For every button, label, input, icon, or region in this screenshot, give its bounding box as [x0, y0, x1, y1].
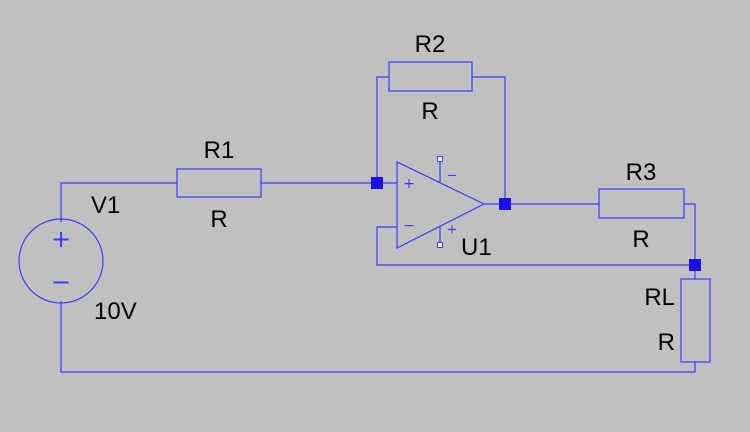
wire-inverting-node-to-r2 [376, 76, 389, 183]
v1-minus-sign: − [51, 268, 71, 296]
wire-r2-to-output [472, 76, 506, 204]
r2-body [388, 61, 473, 92]
u1-name-label: U1 [461, 234, 492, 261]
wire-opamp-plus-feedback [376, 226, 695, 266]
rl-body [680, 278, 711, 363]
r2-value-label: R [421, 98, 438, 125]
wire-ground-return [60, 301, 696, 373]
rl-value-label: R [658, 329, 675, 356]
rl-name-label: RL [644, 284, 675, 311]
r2-name-label: R2 [415, 31, 446, 58]
r1-body [176, 168, 262, 198]
inverting-input-node [371, 177, 383, 189]
v1-plus-sign: + [51, 225, 71, 253]
wire-r3-to-load-node [684, 203, 696, 265]
wire-v1-to-r1 [60, 182, 177, 222]
opamp-input-plus: + [403, 176, 415, 192]
opamp-supply-top-sign: − [447, 169, 458, 184]
wires [60, 76, 696, 373]
r1-name-label: R1 [204, 137, 235, 164]
v1-name-label: V1 [91, 192, 120, 219]
r3-value-label: R [632, 226, 649, 253]
r3-body [598, 188, 685, 219]
opamp-input-minus: − [403, 218, 415, 234]
v1-source: + − [18, 218, 104, 304]
r1-value-label: R [210, 206, 227, 233]
v1-value-label: 10V [94, 298, 137, 325]
r3-name-label: R3 [626, 159, 657, 186]
opamp-supply-top-pin [437, 156, 443, 162]
output-node [499, 198, 511, 210]
load-node [689, 259, 701, 271]
opamp-supply-bottom-sign: + [447, 223, 458, 238]
v1-circle [18, 218, 104, 304]
opamp-supply-bottom-pin [437, 242, 443, 248]
u1-opamp: + − − + [396, 156, 486, 249]
